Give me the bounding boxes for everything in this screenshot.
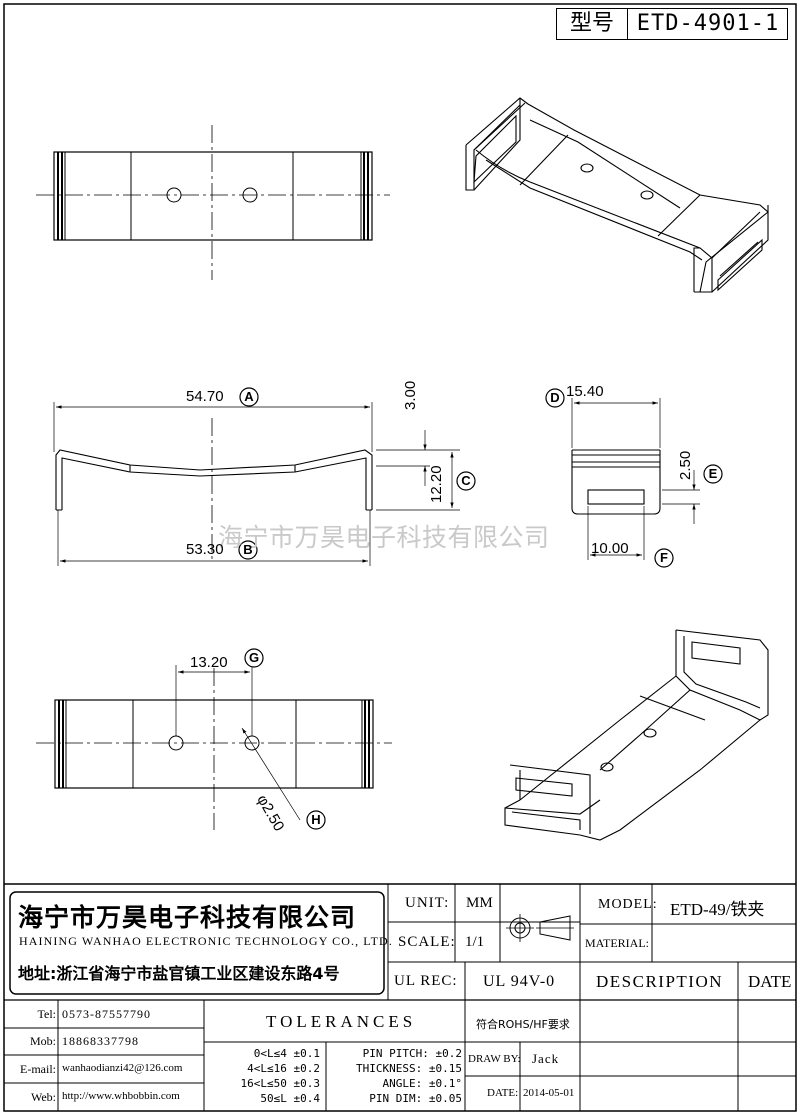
date-value: 2014-05-01 [523, 1087, 575, 1099]
description-header: DESCRIPTION [596, 972, 724, 991]
tolerance-pin-dim: PIN DIM: ±0.05 [369, 1092, 462, 1105]
web-label: Web: [30, 1090, 56, 1104]
watermark: 海宁市万昊电子科技有限公司 [218, 523, 550, 552]
tolerance-angle: ANGLE: ±0.1° [382, 1077, 462, 1090]
tag-c-circle [456, 471, 476, 491]
dim-h1-value: 3.00 [402, 380, 419, 410]
tolerance-range-3: 16<L≤50 ±0.3 [240, 1077, 320, 1090]
tag-a-circle [239, 387, 259, 407]
rohs-note: 符合ROHS/HF要求 [476, 1018, 570, 1031]
front-view [53, 402, 460, 566]
tolerance-thickness: THICKNESS: ±0.15 [356, 1062, 462, 1075]
part-number-key: 型号 [557, 9, 628, 39]
tag-a-label: A [244, 389, 254, 404]
unit-value: MM [466, 895, 493, 911]
material-label: MATERIAL: [585, 936, 649, 950]
top-view-1 [36, 125, 390, 280]
unit-label: UNIT: [405, 895, 450, 911]
mob-label: Mob: [29, 1034, 56, 1048]
side-view [571, 398, 700, 560]
tolerances-title: TOLERANCES [266, 1012, 417, 1031]
part-number-box: 型号 ETD-4901-1 [556, 8, 788, 40]
tolerance-range-2: 4<L≤16 ±0.2 [247, 1062, 320, 1075]
date-header: DATE [748, 972, 792, 991]
draw-by-label: DRAW BY: [468, 1053, 521, 1065]
dim-width-value: 15.40 [566, 383, 604, 400]
tag-e-circle [703, 464, 723, 484]
tolerance-pin-pitch: PIN PITCH: ±0.2 [362, 1047, 462, 1060]
email-value: wanhaodianzi42@126.com [62, 1062, 183, 1074]
model-label: MODEL: [598, 897, 658, 912]
tag-f-label: F [660, 550, 668, 565]
tag-c-label: C [461, 473, 471, 488]
tel-label: Tel: [37, 1007, 57, 1021]
tel-value: 0573-87557790 [62, 1007, 151, 1021]
tag-d-circle [545, 388, 565, 408]
dim-g-value: 13.20 [190, 654, 228, 671]
model-value: ETD-49/铁夹 [670, 900, 765, 919]
tag-h-label: H [311, 812, 321, 827]
tag-g-circle [244, 648, 264, 668]
tag-b-label: B [243, 542, 253, 557]
ul-rec-value: UL 94V-0 [483, 973, 556, 990]
ul-rec-label: UL REC: [394, 973, 458, 989]
dim-b-value: 53.30 [186, 541, 224, 558]
scale-value: 1/1 [465, 934, 485, 950]
company-address: 地址:浙江省海宁市盐官镇工业区建设东路4号 [18, 964, 340, 983]
tag-b-circle [238, 540, 258, 560]
dim-a-value: 54.70 [186, 388, 224, 405]
title-block [4, 883, 796, 1111]
date-label: DATE: [487, 1087, 519, 1099]
mob-value: 18868337798 [62, 1034, 139, 1048]
tolerance-range-1: 0<L≤4 ±0.1 [253, 1047, 320, 1060]
email-label: E-mail: [20, 1062, 56, 1076]
dim-h2-value: 12.20 [428, 465, 445, 503]
sheet-border [3, 3, 797, 1112]
tag-h-circle [306, 810, 326, 830]
dim-f-value: 10.00 [591, 540, 629, 557]
company-name-cn: 海宁市万昊电子科技有限公司 [18, 903, 357, 932]
tag-e-label: E [708, 466, 718, 481]
tag-g-label: G [248, 650, 260, 665]
top-view-2 [36, 665, 392, 830]
company-name-en: HAINING WANHAO ELECTRONIC TECHNOLOGY CO.… [19, 934, 393, 948]
tolerance-range-4: 50≤L ±0.4 [260, 1092, 320, 1105]
tag-d-label: D [550, 390, 560, 405]
scale-label: SCALE: [398, 934, 456, 950]
tag-f-circle [654, 548, 674, 568]
part-number-value: ETD-4901-1 [636, 11, 780, 36]
draw-by-value: Jack [532, 1051, 560, 1066]
iso-view-1 [465, 97, 769, 293]
iso-view-2 [504, 629, 769, 841]
dim-e-value: 2.50 [677, 450, 694, 480]
web-value: http://www.whbobbin.com [62, 1090, 180, 1102]
